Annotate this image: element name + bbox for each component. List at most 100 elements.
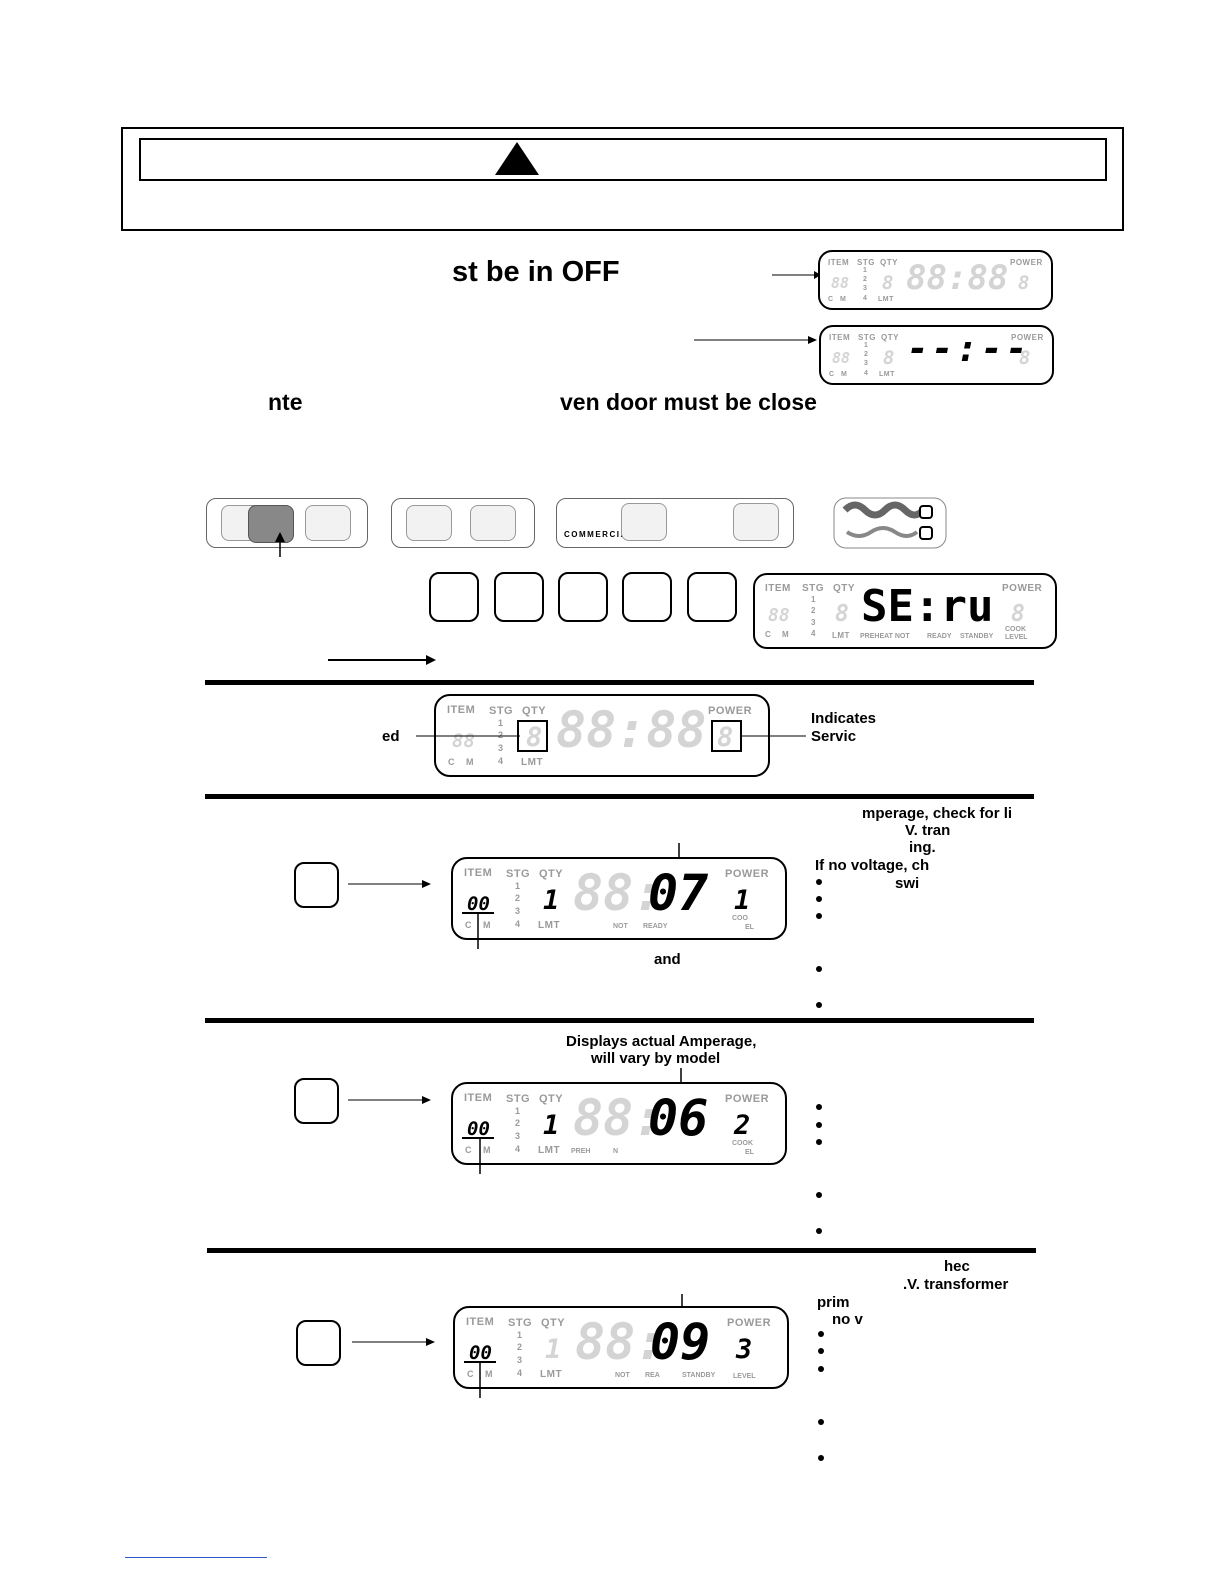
warning-header-bar	[139, 138, 1107, 181]
qty-digit: 1	[543, 885, 560, 916]
power-digit: 8	[1019, 347, 1031, 369]
stg-label: STG	[802, 583, 825, 594]
warning-triangle-icon	[495, 142, 539, 175]
section2-item-callout	[462, 1137, 494, 1174]
qty-highlight-box	[517, 720, 548, 752]
power-label: POWER	[708, 705, 753, 717]
stage-4: 4	[517, 1368, 523, 1378]
status-not: NOT	[615, 1372, 630, 1379]
m-label: M	[466, 757, 474, 767]
bullet	[816, 1002, 822, 1008]
section1-text-1: mperage, check for li	[862, 805, 1013, 822]
power-label: POWER	[725, 868, 770, 880]
arrow-to-display-b	[694, 336, 817, 344]
item-label: ITEM	[447, 704, 476, 716]
section1-key[interactable]	[294, 862, 339, 908]
stage-3: 3	[515, 906, 521, 916]
time-active-digits: 06	[648, 1089, 709, 1147]
pad-key[interactable]	[470, 505, 516, 541]
blank-key-2[interactable]	[494, 572, 544, 622]
stg-label: STG	[858, 333, 876, 342]
stage-1: 1	[515, 1106, 521, 1116]
c-label: C	[765, 630, 772, 639]
stage-2: 2	[515, 1118, 521, 1128]
power-digit: 3	[736, 1334, 753, 1365]
m-label: M	[483, 1145, 491, 1155]
time-dashes: --:--	[907, 329, 1031, 370]
section3-text-4: no v	[832, 1311, 863, 1328]
stage-4: 4	[863, 295, 868, 302]
power-label: POWER	[1002, 583, 1043, 594]
bullet	[816, 1228, 822, 1234]
stage-2: 2	[515, 893, 521, 903]
display-a: ITEM STG QTY POWER 1 2 3 4 C M LMT 88 8 …	[818, 250, 1053, 310]
stage-2: 2	[811, 606, 816, 615]
time-active-digits: 09	[650, 1313, 711, 1371]
pad-key[interactable]	[305, 505, 351, 541]
section3-display: ITEM STG QTY POWER 1 2 3 4 C M LMT 00 1 …	[453, 1306, 789, 1389]
item-digits: 88	[831, 274, 850, 292]
status-standby: STANDBY	[682, 1372, 716, 1379]
stg-label: STG	[508, 1317, 533, 1329]
m-label: M	[782, 630, 790, 639]
section3-key[interactable]	[296, 1320, 341, 1366]
qty-label: QTY	[539, 1093, 564, 1105]
section3-arrow	[352, 1338, 435, 1346]
keypad-strip-3: COMMERCIAL	[556, 498, 794, 548]
section1-text-3: ing.	[909, 839, 936, 856]
m-label: M	[483, 920, 491, 930]
lmt-label: LMT	[538, 1145, 561, 1156]
section1-text-5: swi	[895, 875, 920, 892]
pad-key-pressed[interactable]	[248, 505, 294, 543]
stage-1: 1	[811, 595, 816, 604]
power-digit: 2	[734, 1110, 751, 1141]
item-label: ITEM	[765, 583, 791, 594]
section2-caption-1: Displays actual Amperage,	[566, 1033, 757, 1050]
c-label: C	[467, 1369, 474, 1379]
pad-key[interactable]	[621, 503, 667, 541]
stage-3: 3	[515, 1131, 521, 1141]
status-level: EL	[745, 1149, 754, 1156]
stage-2: 2	[517, 1342, 523, 1352]
section3-item-callout	[464, 1361, 496, 1398]
section1-item-callout	[462, 912, 494, 949]
bullet	[818, 1331, 824, 1337]
stage-3: 3	[517, 1355, 523, 1365]
warning-box	[121, 127, 1124, 231]
status-ready: REA	[645, 1372, 660, 1379]
bullet	[818, 1455, 824, 1461]
blank-key-3[interactable]	[558, 572, 608, 622]
qty-digit: 8	[883, 347, 895, 369]
item-label: ITEM	[828, 258, 850, 267]
time-dim-digits: 88:	[573, 864, 664, 922]
c-label: C	[465, 1145, 472, 1155]
pad-key[interactable]	[733, 503, 779, 541]
blank-key-5[interactable]	[687, 572, 737, 622]
heading-fragment: st be in OFF	[452, 256, 620, 288]
blank-key-1[interactable]	[429, 572, 479, 622]
qty-digit: 1	[545, 1334, 562, 1365]
footer-link-underline[interactable]	[125, 1557, 267, 1558]
lmt-label: LMT	[832, 631, 850, 640]
pad-key[interactable]	[406, 505, 452, 541]
power-label: POWER	[1010, 258, 1043, 267]
stg-label: STG	[857, 258, 875, 267]
status-level: EL	[745, 924, 754, 931]
stage-1: 1	[517, 1330, 523, 1340]
time-digits: 88:88	[556, 701, 707, 759]
stage-3: 3	[863, 285, 868, 292]
blank-key-4[interactable]	[622, 572, 672, 622]
bullet	[818, 1419, 824, 1425]
time-dim-digits: 88:	[575, 1313, 666, 1371]
m-label: M	[485, 1369, 493, 1379]
section2-key[interactable]	[294, 1078, 339, 1124]
status-n: N	[613, 1148, 619, 1155]
qty-label: QTY	[881, 333, 899, 342]
note-left-fragment: nte	[268, 389, 303, 415]
keypad-strip-2	[391, 498, 535, 548]
bullet	[816, 966, 822, 972]
display-c: ITEM STG QTY POWER 1 2 3 4 C M LMT 88 8 …	[753, 573, 1057, 649]
c-label: C	[829, 371, 835, 378]
arrow-to-display-a	[772, 271, 821, 279]
item-label: ITEM	[464, 1092, 493, 1104]
